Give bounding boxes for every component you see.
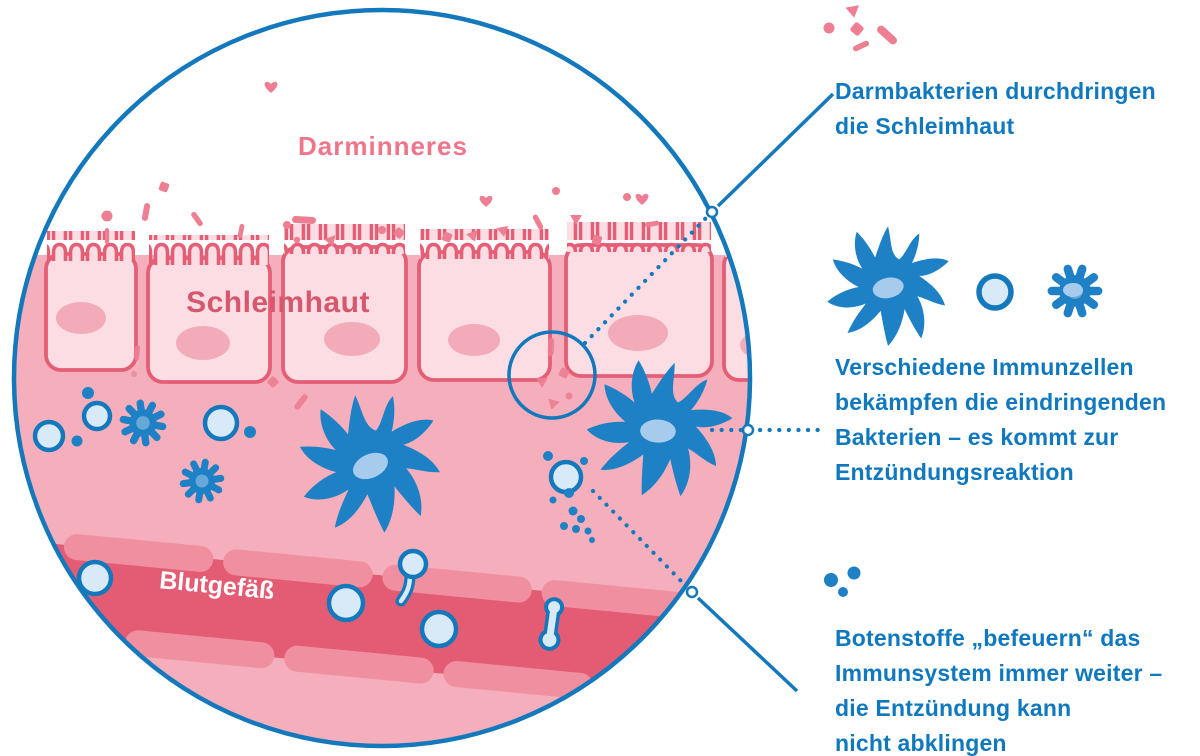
epithelial-cell: [564, 243, 714, 378]
immune-cells: [32, 345, 743, 548]
dendritic-cell-icon: [827, 226, 949, 346]
round-immune-cell: [76, 559, 114, 597]
circle-frame: [11, 7, 753, 749]
annotation-line: die Entzündung kann: [835, 695, 1072, 721]
small-immune-dots: [71, 387, 588, 465]
annotation-line: Darmbakterien durchdringen: [835, 78, 1156, 104]
annotation-line: die Schleimhaut: [835, 113, 1015, 139]
round-immune-cell: [32, 419, 66, 453]
granulocyte-cell-icon: [1052, 269, 1098, 313]
transmigrating-cell-squeezing: [538, 597, 565, 651]
round-immune-cell-icon: [976, 273, 1014, 311]
messenger-substances: [549, 488, 595, 543]
round-immune-cell: [326, 583, 366, 623]
round-immune-cell: [202, 404, 240, 442]
callout-dotted-line: [590, 488, 689, 589]
epithelial-cell: [722, 248, 750, 382]
transmigrating-cell-balloon: [395, 548, 429, 607]
callout-junction: [685, 585, 699, 599]
annotation-line: Bakterien – es kommt zur: [835, 424, 1119, 450]
round-immune-cell: [419, 609, 459, 649]
lumen-label: Darminneres: [298, 131, 468, 161]
messenger-annotation: Botenstoffe „befeuern“ das Immunsystem i…: [835, 621, 1162, 756]
callout-line: [696, 596, 799, 693]
round-immune-cell: [81, 400, 113, 432]
epithelial-cell: [417, 250, 552, 382]
annotation-line: bekämpfen die eindringenden: [835, 389, 1167, 415]
annotation-line: Verschiedene Immunzellen: [835, 354, 1134, 380]
blood-cells: [76, 548, 565, 651]
round-immune-cell: [548, 459, 584, 495]
epithelial-nuclei: [56, 302, 750, 360]
gut-bacteria-scatter: [101, 81, 660, 249]
bacteria-annotation: Darmbakterien durchdringen die Schleimha…: [835, 74, 1156, 144]
immune-cell-legend: [827, 226, 1098, 346]
immune-annotation: Verschiedene Immunzellen bekämpfen die e…: [835, 350, 1166, 490]
annotation-line: Entzündungsreaktion: [835, 459, 1074, 485]
callouts: [582, 92, 835, 693]
gut-bacteria-icon: [823, 5, 897, 53]
messenger-substances-icon: [824, 566, 861, 597]
magnifier-circle: [507, 330, 597, 420]
epithelial-cell: [146, 256, 272, 384]
penetrating-bacteria: [131, 337, 573, 412]
callout-line: [716, 92, 835, 208]
mucosa-label: Schleimhaut: [186, 286, 370, 319]
annotation-line: Botenstoffe „befeuern“ das: [835, 625, 1141, 651]
callout-junction: [705, 205, 719, 219]
annotation-line: Immunsystem immer weiter –: [835, 660, 1163, 686]
callout-junction: [741, 423, 755, 437]
callout-dotted-line: [582, 215, 709, 346]
annotation-line: nicht abklingen: [835, 730, 1007, 756]
